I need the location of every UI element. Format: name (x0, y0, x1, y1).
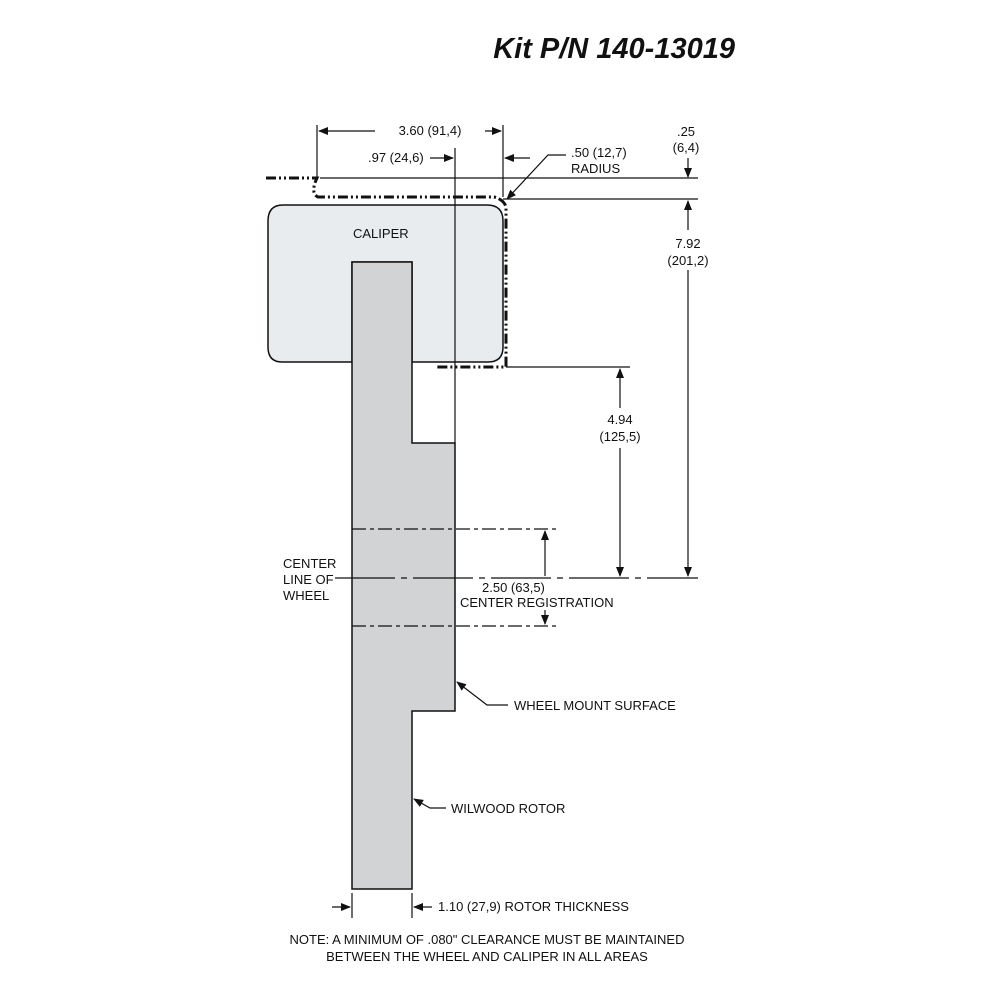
dim-bg (655, 230, 721, 270)
dim-mid-metric: (125,5) (599, 429, 640, 444)
wheel-mount-label: WHEEL MOUNT SURFACE (514, 698, 676, 713)
wheel-envelope-line (266, 176, 508, 369)
dim-bg (478, 580, 618, 610)
centerline-label-1: CENTER (283, 556, 336, 571)
wilwood-rotor (351, 261, 456, 890)
thickness-label: 1.10 (27,9) ROTOR THICKNESS (438, 899, 629, 914)
dim-offset-label: .97 (24,6) (368, 150, 424, 165)
wheel-mount-leader (456, 681, 508, 706)
dim-bg (585, 408, 655, 448)
dim-overall-width-label: 3.60 (91,4) (399, 123, 462, 138)
centerline-label-2: LINE OF (283, 572, 334, 587)
gap-value-label: .25 (677, 124, 695, 139)
dim-bg (375, 122, 485, 138)
radius-word-label: RADIUS (571, 161, 620, 176)
registration-label: CENTER REGISTRATION (460, 595, 614, 610)
dim-mid-value: 4.94 (607, 412, 632, 427)
note-line-1: NOTE: A MINIMUM OF .080" CLEARANCE MUST … (290, 932, 685, 947)
caliper-label: CALIPER (353, 226, 409, 241)
page-title: Kit P/N 140-13019 (493, 33, 735, 65)
rotor-leader (413, 798, 446, 809)
registration-value: 2.50 (63,5) (482, 580, 545, 595)
radius-leader (506, 154, 566, 200)
gap-metric-label: (6,4) (673, 140, 700, 155)
dim-height-value: 7.92 (675, 236, 700, 251)
note-line-2: BETWEEN THE WHEEL AND CALIPER IN ALL ARE… (326, 949, 648, 964)
radius-value-label: .50 (12,7) (571, 145, 627, 160)
dim-height-metric: (201,2) (667, 253, 708, 268)
centerline-label-3: WHEEL (283, 588, 329, 603)
rotor-label: WILWOOD ROTOR (451, 801, 565, 816)
